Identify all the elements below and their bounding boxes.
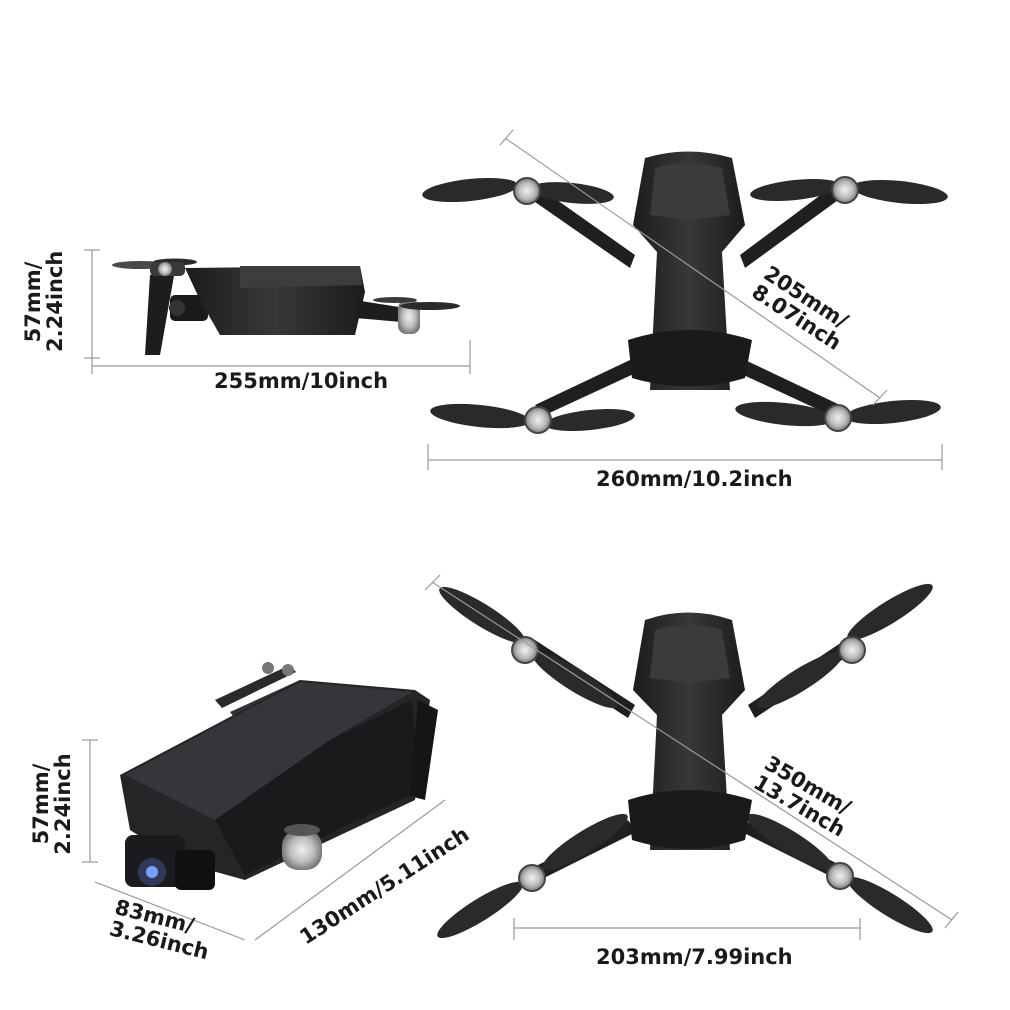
drone-top-icon	[437, 583, 933, 939]
side-dimension-lines	[84, 249, 471, 374]
top-dimension-lines	[427, 129, 943, 470]
folded-dimension-lines	[82, 739, 446, 941]
open-dimension-lines	[424, 574, 959, 940]
side-height-label: 57mm/2.24inch	[21, 250, 68, 352]
drone-side-icon	[112, 258, 460, 355]
side-length-label: 255mm/10inch	[214, 369, 389, 393]
drone-folded-icon	[120, 662, 438, 890]
drone-top-icon	[422, 151, 948, 434]
folded-height-label: 57mm/2.24inch	[29, 753, 76, 855]
top-width-label: 260mm/10.2inch	[596, 467, 793, 491]
open-width-label: 203mm/7.99inch	[596, 945, 793, 969]
